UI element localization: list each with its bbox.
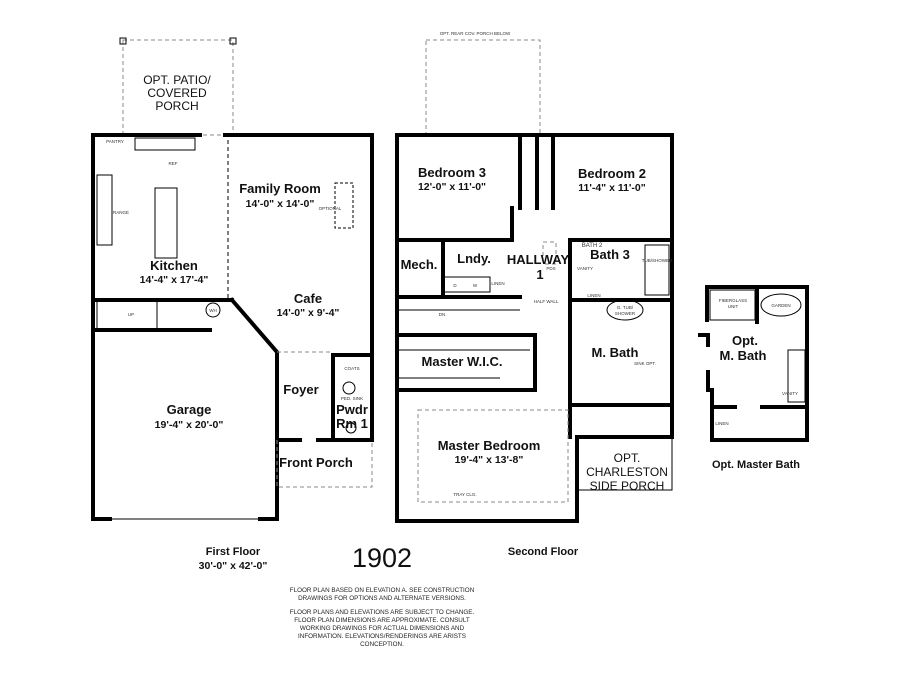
stairs-down-label: DN (439, 312, 446, 317)
charleston-porch-label-2: CHARLESTON (586, 465, 668, 479)
foyer-label: Foyer (283, 382, 318, 397)
note-line: FLOOR PLANS AND ELEVATIONS ARE SUBJECT T… (290, 609, 475, 616)
family-room-dims: 14'-0" x 14'-0" (246, 198, 315, 210)
master-bedroom-dims: 19'-4" x 13'-8" (455, 454, 524, 466)
opt-master-bath: FIBERGLASS UNIT GARDEN LINEN VANITY Opt.… (698, 285, 809, 471)
charleston-porch-label: OPT. (614, 451, 641, 465)
powder-room-label-2: Rm 1 (336, 416, 368, 431)
bedroom-2-label: Bedroom 2 (578, 166, 646, 181)
cafe-dims: 14'-0" x 9'-4" (277, 307, 340, 319)
laundry-label: Lndy. (457, 251, 491, 266)
master-bath-label: M. Bath (592, 345, 639, 360)
pantry-label: PANTRY (106, 139, 124, 144)
half-wall-label: HALF WALL (534, 299, 559, 304)
garage-label: Garage (167, 402, 212, 417)
note-line: WORKING DRAWINGS FOR ACTUAL DIMENSIONS A… (300, 625, 465, 632)
bath-2-alt-label: BATH 2 (582, 243, 603, 249)
coats-label: COATS (344, 366, 359, 371)
family-room-label: Family Room (239, 181, 321, 196)
tray-ceiling-outline (417, 409, 569, 503)
patio-label-3: PORCH (155, 99, 198, 113)
disclaimer-notes: FLOOR PLAN BASED ON ELEVATION A. SEE CON… (290, 587, 475, 648)
fiberglass-label: FIBERGLASS (719, 298, 747, 303)
second-floor: OPT. REAR COV. PORCH BELOW D W LINEN PDS… (395, 31, 674, 558)
patio-label-2: COVERED (147, 86, 207, 100)
mech-label: Mech. (401, 257, 438, 272)
kitchen-label: Kitchen (150, 258, 198, 273)
opt-master-bath-caption: Opt. Master Bath (712, 459, 800, 471)
linen-label-opt: LINEN (715, 421, 728, 426)
garden-shower-label: SHOWER (615, 311, 636, 316)
ref-label: REF (169, 161, 178, 166)
tub-shower-label: TUB/SHOWER (642, 258, 673, 263)
kitchen-island (154, 187, 178, 259)
note-line: FLOOR PLAN BASED ON ELEVATION A. SEE CON… (290, 587, 475, 594)
kitchen-dims: 14'-4" x 17'-4" (140, 274, 209, 286)
patio-label: OPT. PATIO/ (143, 73, 211, 87)
master-wic-label: Master W.I.C. (422, 354, 503, 369)
vanity-label: VANITY (577, 266, 593, 271)
unit-label: UNIT (728, 304, 739, 309)
optional-label: OPTIONAL (319, 206, 342, 211)
cafe-label: Cafe (294, 291, 322, 306)
sink-opt-label: SINK OPT. (634, 361, 656, 366)
note-line: DRAWINGS FOR OPTIONS AND ALTERNATE VERSI… (298, 595, 466, 602)
master-bedroom-label: Master Bedroom (438, 438, 541, 453)
powder-room-label: Pwdr (336, 402, 368, 417)
opt-m-bath-label: Opt. (732, 333, 758, 348)
plan-number: 1902 (352, 543, 412, 573)
stairs-up-label: UP (128, 312, 134, 317)
hallway-number: 1 (536, 267, 543, 282)
first-floor-walls (91, 133, 374, 357)
second-floor-caption: Second Floor (508, 546, 579, 558)
vanity-label-opt: VANITY (782, 391, 798, 396)
garden-tub-label: G. TUB/ (617, 305, 634, 310)
water-heater-label: WH (209, 308, 217, 313)
note-line: FLOOR PLAN DIMENSIONS ARE APPROXIMATE. C… (294, 617, 470, 624)
dryer-label: D (453, 283, 457, 288)
first-floor: PANTRY REF RANGE OPTIONAL UP WH COATS PE… (91, 37, 374, 572)
bedroom-3-label: Bedroom 3 (418, 165, 486, 180)
linen-label-2: LINEN (587, 293, 600, 298)
rear-porch-outline (425, 39, 541, 136)
note-line: CONCEPTION. (360, 641, 404, 648)
first-floor-caption: First Floor (206, 546, 261, 558)
bedroom-3-dims: 12'-0" x 11'-0" (418, 181, 486, 193)
front-porch-label: Front Porch (279, 455, 353, 470)
rear-porch-note: OPT. REAR COV. PORCH BELOW (440, 31, 511, 36)
bath-3-label: Bath 3 (590, 247, 630, 262)
charleston-porch-label-3: SIDE PORCH (590, 479, 665, 493)
bedroom-2-dims: 11'-4" x 11'-0" (578, 182, 646, 194)
opt-m-bath-label-2: M. Bath (720, 348, 767, 363)
pds-label: PDS (546, 266, 555, 271)
note-line: INFORMATION. ELEVATIONS/RENDERINGS ARE A… (298, 633, 466, 640)
hallway-label: HALLWAY (507, 252, 570, 267)
washer-label: W (473, 283, 478, 288)
first-floor-overall-dims: 30'-0" x 42'-0" (199, 560, 268, 572)
garage-dims: 19'-4" x 20'-0" (155, 419, 224, 431)
ped-sink-label: PED. SINK (341, 396, 363, 401)
garden-tub-label-opt: GARDEN (771, 303, 790, 308)
linen-label: LINEN (491, 281, 504, 286)
range-label: RANGE (113, 210, 129, 215)
tray-ceiling-label: TRAY CLG. (453, 492, 476, 497)
